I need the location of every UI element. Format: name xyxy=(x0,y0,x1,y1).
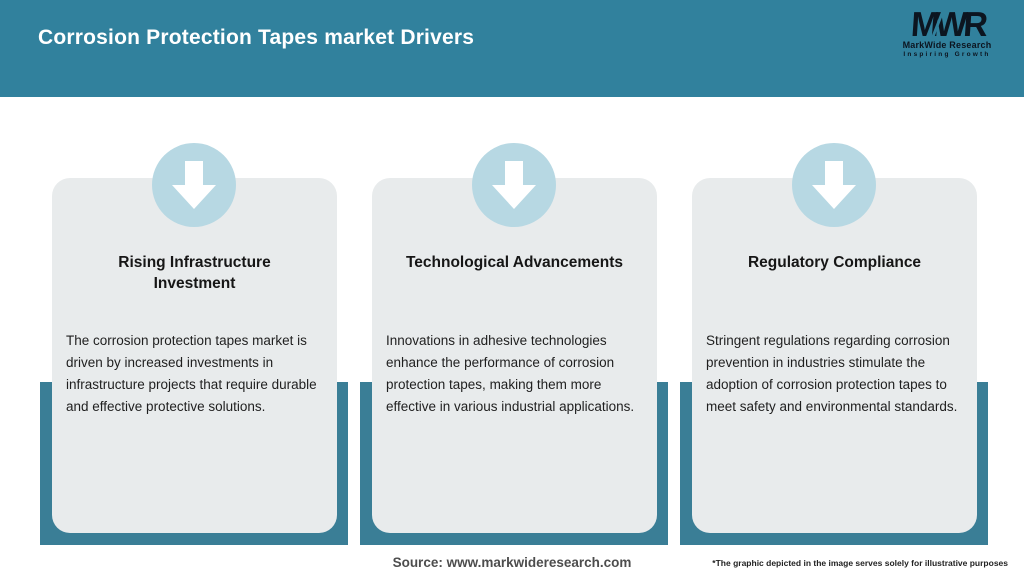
driver-card-group-1: Rising Infrastructure Investment The cor… xyxy=(40,0,348,576)
markwide-research-logo: MWR MarkWide Research Inspiring Growth xyxy=(892,6,1002,58)
page-title: Corrosion Protection Tapes market Driver… xyxy=(38,26,475,49)
driver-card: Regulatory Compliance Stringent regulati… xyxy=(692,178,977,533)
driver-card: Rising Infrastructure Investment The cor… xyxy=(52,178,337,533)
down-arrow-icon xyxy=(792,143,876,227)
logo-tagline: Inspiring Growth xyxy=(903,51,991,58)
card-title: Regulatory Compliance xyxy=(747,254,922,271)
card-description: The corrosion protection tapes market is… xyxy=(66,333,317,414)
source-text: Source: www.markwideresearch.com xyxy=(392,555,632,570)
down-arrow-icon xyxy=(152,143,236,227)
driver-card-group-3: Regulatory Compliance Stringent regulati… xyxy=(680,0,988,576)
card-title: Technological Advancements xyxy=(405,254,624,271)
card-title: Rising Infrastructure Investment xyxy=(118,254,271,292)
header-bar: Corrosion Protection Tapes market Driver… xyxy=(0,0,1024,97)
logo-name: MarkWide Research xyxy=(902,40,992,50)
driver-card-group-2: Technological Advancements Innovations i… xyxy=(360,0,668,576)
card-description: Innovations in adhesive technologies enh… xyxy=(386,333,635,414)
down-arrow-icon xyxy=(472,143,556,227)
driver-card: Technological Advancements Innovations i… xyxy=(372,178,657,533)
card-description: Stringent regulations regarding corrosio… xyxy=(706,333,958,414)
disclaimer-text: *The graphic depicted in the image serve… xyxy=(712,558,1008,568)
